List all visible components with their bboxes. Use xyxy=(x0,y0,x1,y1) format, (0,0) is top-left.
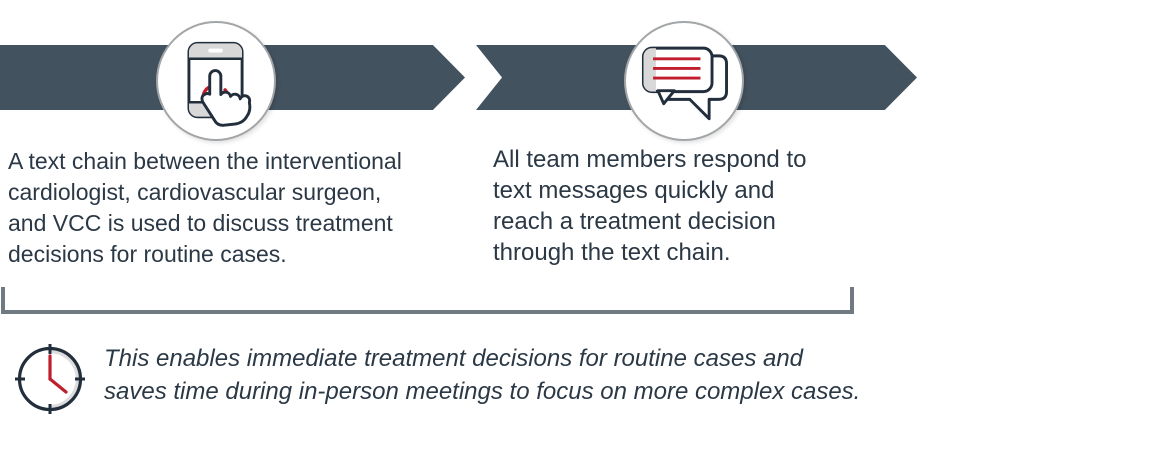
step-2-description: All team members respond to text message… xyxy=(493,146,807,266)
grouping-bracket xyxy=(1,287,854,314)
clock-icon xyxy=(15,344,85,414)
step-1-description: A text chain between the interventional … xyxy=(8,148,402,267)
step-1-icon-circle xyxy=(156,21,276,141)
step-2-icon-circle xyxy=(624,21,744,141)
chat-bubbles-icon xyxy=(641,46,728,121)
smartphone-tap-icon xyxy=(187,41,252,127)
clock-icon-wrap xyxy=(8,337,92,421)
summary-text: This enables immediate treatment decisio… xyxy=(104,345,861,405)
